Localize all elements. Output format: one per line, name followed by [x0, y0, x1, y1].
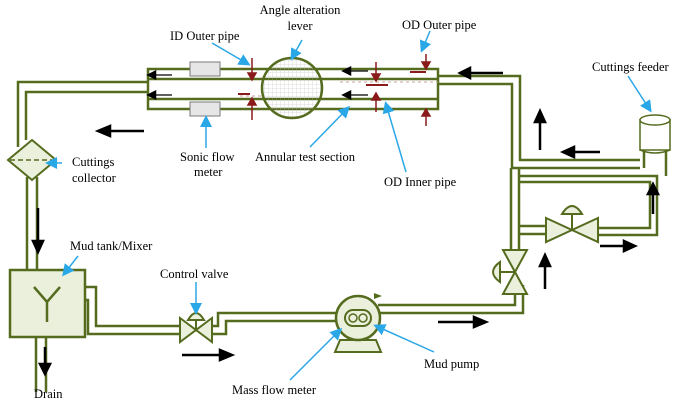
left-pipe — [16, 80, 148, 147]
angle-lever-label-2: lever — [288, 19, 314, 33]
valve-to-pump-pipe — [206, 311, 340, 336]
sonic-flow-meter — [189, 61, 221, 117]
mud-tank-label: Mud tank/Mixer — [70, 239, 153, 253]
cuttings-collector-label-1: Cuttings — [72, 155, 115, 169]
sonic-flow-label-1: Sonic flow — [180, 150, 235, 164]
od-outer-pipe-label: OD Outer pipe — [402, 18, 477, 32]
od-inner-pipe-label: OD Inner pipe — [384, 175, 457, 189]
angle-lever-label-1: Angle alteration — [260, 3, 342, 17]
pipe-network — [16, 67, 668, 392]
dashed-inner-lines — [240, 81, 438, 97]
riser-valve — [492, 249, 529, 295]
mud-tank — [8, 268, 87, 339]
annular-test-section-label: Annular test section — [255, 150, 356, 164]
mud-pump — [333, 293, 383, 353]
right-riser-pipe — [509, 168, 521, 256]
sonic-flow-label-2: meter — [194, 165, 223, 179]
bypass-valve — [545, 205, 599, 244]
angle-alteration-lever — [260, 56, 324, 120]
cuttings-collector — [6, 138, 58, 182]
id-outer-pipe-label: ID Outer pipe — [170, 29, 240, 43]
collector-outlet-pipe — [25, 177, 39, 270]
cuttings-collector-label-2: collector — [72, 171, 117, 185]
pump-discharge-pipe — [378, 285, 525, 315]
mass-flow-meter-label: Mass flow meter — [232, 383, 317, 397]
cuttings-feeder — [639, 114, 671, 154]
bypass-loop — [519, 174, 659, 237]
drain-label: Drain — [34, 387, 63, 400]
inner-pipe-markers — [238, 71, 426, 95]
tank-outlet-pipe — [85, 285, 190, 336]
cuttings-feeder-label: Cuttings feeder — [592, 60, 670, 74]
dimension-arrows — [246, 54, 432, 126]
control-valve-label: Control valve — [160, 267, 229, 281]
callout-lines — [45, 30, 652, 381]
control-valve — [179, 312, 213, 344]
mud-pump-label: Mud pump — [424, 357, 479, 371]
flow-arrows — [31, 65, 661, 377]
top-return-pipe — [438, 74, 640, 170]
